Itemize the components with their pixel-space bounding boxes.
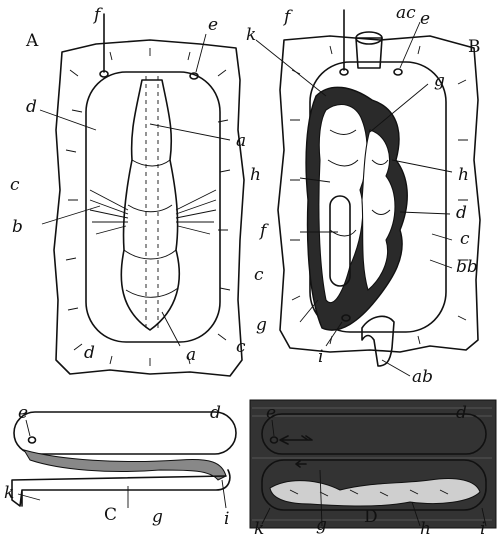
label-b-g-lower: g [256, 315, 267, 335]
label-d-e: e [266, 403, 276, 423]
panel-b: B f ac e k g h h f d c c bb g i ab [246, 3, 481, 387]
panel-d-organ-texture [289, 489, 449, 497]
label-b-bb: bb [456, 257, 478, 277]
label-a-b: b [12, 217, 23, 237]
label-b-i: i [318, 347, 323, 367]
panel-a-leaders [39, 33, 231, 347]
panel-d: e d g k D h i [249, 399, 497, 538]
label-b-h-right: h [458, 165, 469, 185]
label-b-ac: ac [396, 3, 416, 23]
label-b-d: d [456, 203, 467, 223]
panel-d-lower-chamber [261, 459, 487, 511]
panel-c-label: C [104, 505, 117, 525]
panel-a-tissue-outline [53, 39, 245, 377]
label-a-d-upper: d [26, 97, 37, 117]
label-a-f: f [92, 5, 103, 25]
label-a-c-right: c [236, 337, 246, 357]
panel-a-cavity [85, 71, 221, 343]
panel-b-tube-ac [355, 37, 383, 69]
label-b-c-left: c [254, 265, 264, 285]
label-b-e: e [420, 9, 430, 29]
panel-d-frame-hatch [252, 407, 492, 521]
panel-d-hole-e [269, 436, 279, 444]
label-c-d: d [210, 403, 221, 423]
label-c-g: g [152, 507, 163, 527]
panel-c-hole-e [27, 436, 37, 444]
label-b-k: k [246, 25, 256, 45]
panel-d-upper-chamber [261, 413, 487, 455]
label-a-a-lower: a [186, 345, 196, 365]
panel-b-tube-ac-mouth [355, 31, 383, 45]
label-b-c-right: c [460, 229, 470, 249]
label-b-ab: ab [412, 367, 433, 387]
panel-a-hole-e [189, 72, 199, 80]
label-c-i: i [224, 509, 229, 529]
panel-b-organ-right-lobe [361, 129, 396, 291]
panel-d-frame [249, 399, 497, 529]
panel-b-hole-i [341, 314, 351, 322]
panel-c: e d k C g i [4, 403, 237, 529]
panel-d-arrow [279, 435, 313, 445]
label-a-a-upper: a [236, 131, 246, 151]
panel-a-hole-f [99, 70, 109, 78]
panel-b-organ-texture [327, 129, 391, 237]
panel-c-lower-tube [11, 469, 231, 507]
panel-a-fibers [89, 189, 217, 235]
panel-d-small-arrow [295, 460, 307, 468]
label-d-g: g [316, 515, 327, 535]
panel-d-leaders [261, 419, 487, 527]
panel-b-tube-ab [361, 315, 395, 367]
panel-c-leaders [17, 419, 227, 509]
label-b-f: f [282, 7, 293, 27]
panel-b-leaders [255, 21, 453, 377]
panel-d-label: D [364, 507, 378, 527]
panel-b-tissue-outline [277, 35, 481, 353]
panel-a-label: A [25, 31, 39, 51]
label-c-k: k [4, 483, 14, 503]
panel-d-organ [269, 478, 481, 507]
label-d-d: d [456, 403, 467, 423]
label-c-e: e [18, 403, 28, 423]
panel-a-organ-folds [123, 159, 179, 298]
label-a-c-left: c [10, 175, 20, 195]
label-d-h: h [420, 519, 431, 538]
panel-c-upper-chamber [13, 411, 237, 455]
panel-b-slit [329, 195, 351, 287]
panel-a-tissue-ticks [65, 48, 231, 366]
label-d-k: k [254, 519, 264, 538]
label-a-e: e [208, 15, 218, 35]
label-b-g-upper: g [434, 71, 445, 91]
panel-a: A f e d a c b d a c [10, 5, 246, 377]
label-b-f-inner: f [258, 221, 269, 241]
label-d-i: i [480, 519, 485, 538]
panel-b-label: B [468, 37, 481, 57]
label-a-d-lower: d [84, 343, 95, 363]
label-b-h-left: h [250, 165, 261, 185]
panel-a-dashed-line [145, 76, 159, 330]
panel-b-hole-f [339, 68, 349, 76]
panel-b-hole-e [393, 68, 403, 76]
panel-c-band [22, 449, 227, 481]
